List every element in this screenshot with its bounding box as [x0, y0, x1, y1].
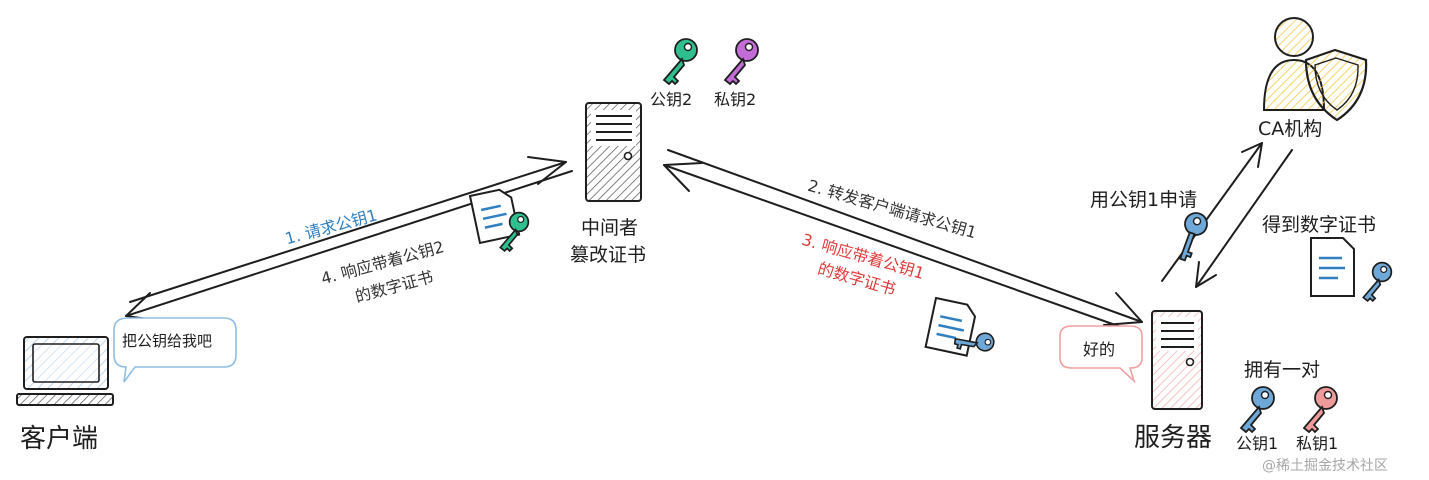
server-bubble-text: 好的: [1083, 340, 1116, 359]
ca-certificate-key-icon: [1362, 261, 1393, 302]
ca-certificate-icon: [1310, 237, 1355, 297]
client-speech-bubble: [113, 317, 237, 383]
arrow-mitm-to-server: [667, 149, 1143, 326]
server-private-key-icon: [1303, 386, 1338, 433]
server-certificate-icon: [924, 296, 977, 357]
ca-label: CA机构: [1258, 118, 1323, 140]
server-label: 服务器: [1134, 423, 1213, 453]
forged-certificate-key-icon: [499, 211, 530, 252]
ca-apply-label: 用公钥1申请: [1090, 189, 1198, 211]
arrow-server-to-ca: [1161, 142, 1263, 282]
server-speech-bubble: [1059, 325, 1143, 384]
server-icon: [1151, 310, 1203, 410]
mitm-label-line1: 中间者: [581, 217, 639, 239]
server-public-key-icon: [1240, 386, 1275, 433]
arrow-server-to-mitm: [663, 162, 1139, 334]
mitm-private-key-label: 私钥2: [714, 90, 757, 109]
ca-authority-icon: [1262, 17, 1368, 122]
mitm-server-icon: [585, 102, 642, 202]
server-key-pair-label: 拥有一对: [1244, 359, 1321, 381]
ca-apply-key-icon: [1179, 212, 1208, 262]
client-label: 客户端: [20, 424, 99, 454]
mitm-private-key-icon: [724, 38, 759, 85]
mitm-public-key-label: 公钥2: [650, 90, 693, 109]
ca-get-cert-label: 得到数字证书: [1262, 214, 1377, 236]
watermark: @稀土掘金技术社区: [1262, 458, 1388, 474]
client-bubble-text: 把公钥给我吧: [122, 332, 213, 350]
server-public-key-label: 公钥1: [1236, 434, 1279, 453]
server-private-key-label: 私钥1: [1296, 434, 1339, 453]
mitm-label-line2: 篡改证书: [570, 244, 647, 266]
client-computer-icon: [16, 336, 114, 406]
mitm-public-key-icon: [663, 38, 698, 85]
arrow-ca-to-server: [1195, 149, 1293, 288]
server-certificate-key-icon: [951, 321, 998, 365]
